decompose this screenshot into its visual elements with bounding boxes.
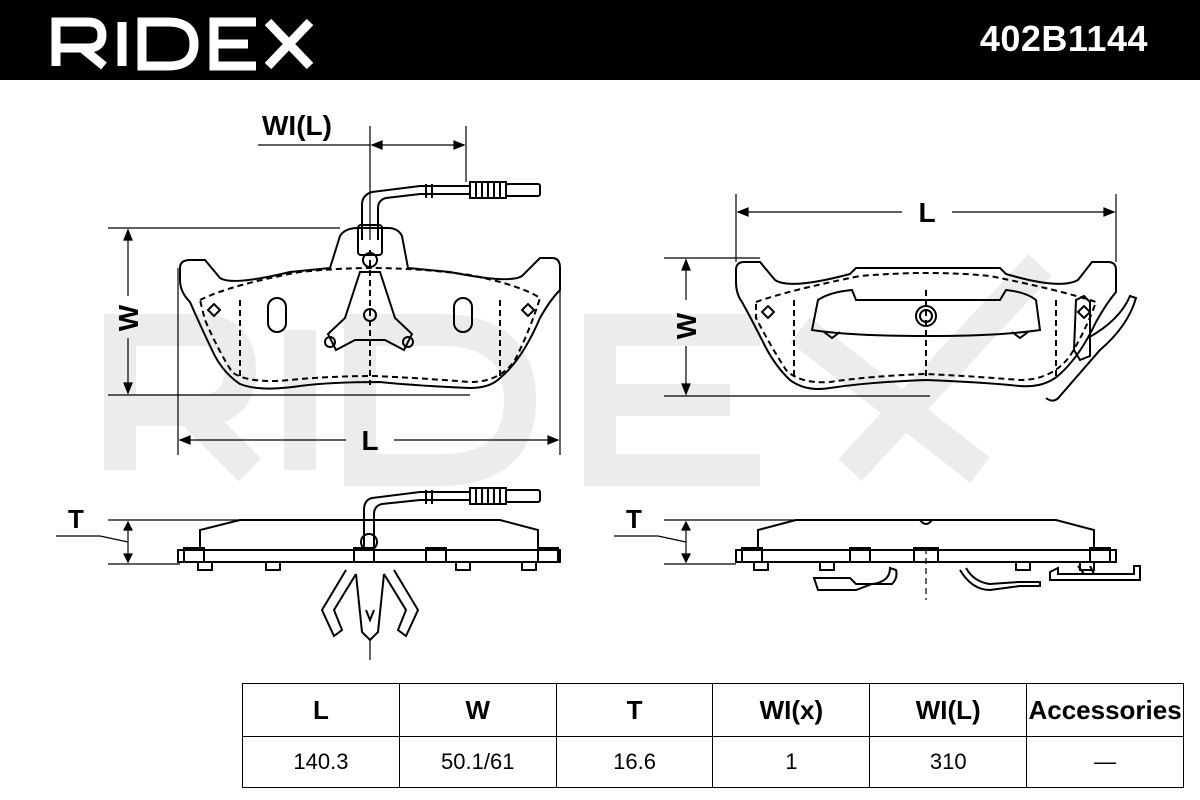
spec-header-width: W	[398, 683, 557, 737]
front-view-pad	[179, 181, 561, 390]
rear-width-label: W	[671, 312, 702, 339]
side-view-left	[177, 487, 561, 642]
header-bar: 402B1144	[0, 0, 1200, 80]
spec-header-thickness: T	[555, 683, 714, 737]
spec-value-length: 140.3	[242, 736, 400, 788]
side-right-thickness-label: T	[626, 504, 642, 534]
spec-value-wire-length: 310	[869, 736, 1028, 788]
spec-header-length: L	[242, 683, 400, 737]
specs-table: L W T WI(x) WI(L) Accessories 140.3 50.1…	[242, 683, 1184, 788]
rear-view-dimensions	[664, 194, 1117, 397]
front-view-dimensions	[108, 126, 561, 455]
ridex-watermark	[104, 254, 1052, 486]
spec-value-width: 50.1/61	[398, 736, 557, 788]
rear-view-pad	[735, 261, 1138, 402]
spec-header-wire-length: WI(L)	[869, 683, 1028, 737]
rear-length-label: L	[918, 197, 935, 228]
side-view-left-dimensions	[56, 519, 371, 660]
spec-value-thickness: 16.6	[555, 736, 714, 788]
spec-value-wear-indicator-count: 1	[712, 736, 871, 788]
side-left-thickness-label: T	[68, 504, 84, 534]
specs-value-row: 140.3 50.1/61 16.6 1 310 —	[242, 736, 1184, 788]
technical-drawing: WI(L) W L L W	[56, 110, 1141, 660]
spec-header-wear-indicator-count: WI(x)	[712, 683, 871, 737]
front-width-label: W	[113, 304, 144, 331]
side-view-right	[735, 519, 1141, 592]
front-length-label: L	[361, 425, 378, 456]
ridex-logo	[51, 17, 314, 71]
front-wire-length-label: WI(L)	[262, 110, 332, 141]
part-number: 402B1144	[979, 18, 1148, 59]
side-view-right-dimensions	[614, 519, 927, 600]
spec-header-accessories: Accessories	[1026, 683, 1184, 737]
specs-header-row: L W T WI(x) WI(L) Accessories	[242, 683, 1184, 737]
spec-value-accessories: —	[1026, 736, 1184, 788]
